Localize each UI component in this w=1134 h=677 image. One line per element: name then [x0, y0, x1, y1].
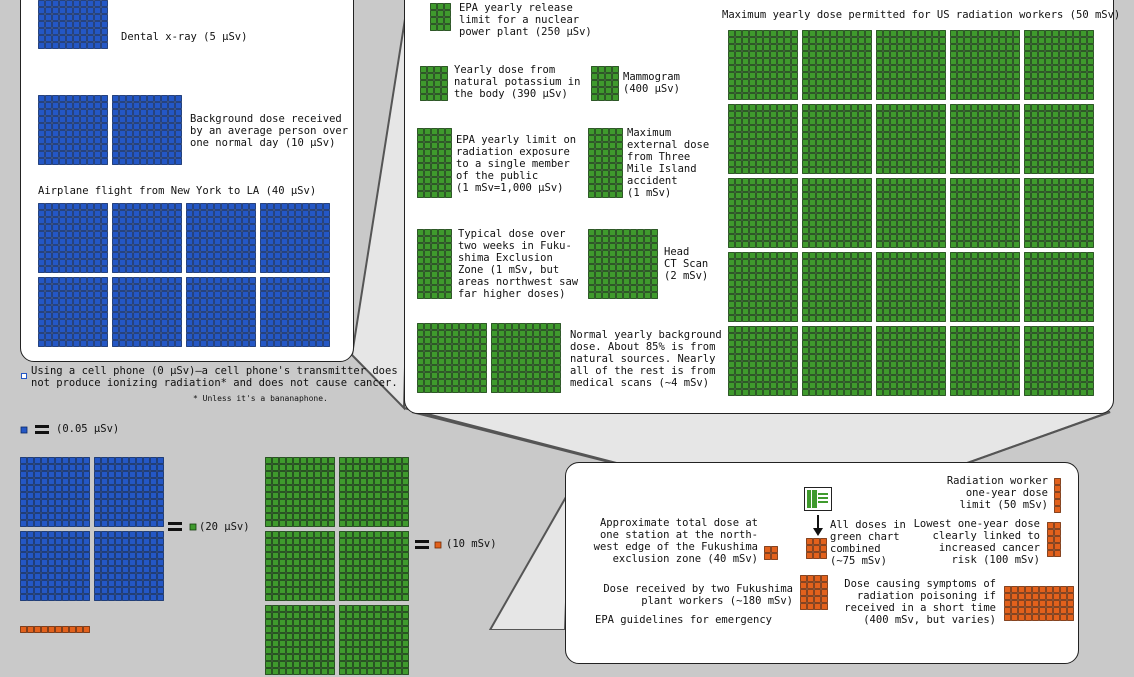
max-worker-blocks	[728, 30, 1094, 396]
symptoms-blocks	[1004, 586, 1074, 621]
all-doses-green-blocks	[806, 538, 827, 559]
equals-sign-bottom	[415, 546, 429, 549]
lowest-cancer-blocks	[1047, 522, 1061, 557]
head-ct-label: Head CT Scan (2 mSv)	[664, 246, 709, 282]
max-worker-label: Maximum yearly dose permitted for US rad…	[722, 9, 1121, 21]
green-to-orange-blocks	[265, 457, 409, 675]
mammogram-blocks	[591, 66, 619, 101]
blue-unit-square	[20, 426, 28, 434]
green-chart-thumbnail	[804, 487, 832, 511]
fukushima-two-weeks-blocks	[417, 229, 452, 299]
fukushima-two-weeks-label: Typical dose over two weeks in Fuku- shi…	[458, 228, 579, 300]
normal-yearly-blocks	[417, 323, 561, 393]
orange-unit-square	[434, 541, 442, 549]
radiation-worker-label: Radiation worker one-year dose limit (50…	[946, 475, 1048, 511]
head-ct-blocks	[588, 229, 658, 299]
epa-public-blocks	[417, 128, 452, 198]
all-doses-green-label: All doses in green chart combined (~75 m…	[830, 519, 906, 567]
potassium-label: Yearly dose from natural potassium in th…	[454, 64, 581, 100]
equals-sign-top	[168, 522, 182, 525]
epa-public-label: EPA yearly limit on radiation exposure t…	[456, 134, 577, 194]
epa-emergency-label: EPA guidelines for emergency	[595, 614, 773, 626]
mammogram-label: Mammogram (400 µSv)	[623, 71, 680, 95]
cell-phone-label: Using a cell phone (0 µSv)—a cell phone'…	[31, 365, 398, 389]
green-unit-label: (20 µSv)	[199, 521, 250, 533]
dental-xray-label: Dental x-ray (5 µSv)	[121, 31, 248, 43]
radiation-worker-blocks	[1054, 478, 1061, 513]
three-mile-label: Maximum external dose from Three Mile Is…	[627, 127, 710, 199]
orange-partial-blocks	[20, 626, 90, 633]
orange-unit-label: (10 mSv)	[446, 538, 497, 550]
background-day-blocks	[38, 95, 182, 165]
airplane-flight-blocks	[38, 203, 330, 347]
approx-station-label: Approximate total dose at one station at…	[593, 517, 758, 565]
two-workers-blocks	[800, 575, 828, 610]
three-mile-blocks	[588, 128, 623, 198]
two-workers-label: Dose received by two Fukushima plant wor…	[603, 583, 793, 607]
airplane-flight-label: Airplane flight from New York to LA (40 …	[38, 185, 317, 197]
epa-nuclear-label: EPA yearly release limit for a nuclear p…	[459, 2, 592, 38]
equals-sign-top	[35, 425, 49, 428]
bananaphone-footnote: * Unless it's a bananaphone.	[193, 394, 328, 403]
epa-nuclear-blocks	[430, 3, 451, 31]
background-day-label: Background dose received by an average p…	[190, 113, 349, 149]
arrow-down-icon	[813, 515, 823, 536]
equals-sign-top	[415, 540, 429, 543]
lowest-cancer-label: Lowest one-year dose clearly linked to i…	[913, 518, 1040, 566]
equals-sign-bottom	[35, 431, 49, 434]
blue-unit-label: (0.05 µSv)	[56, 423, 120, 435]
potassium-blocks	[420, 66, 448, 101]
blue-to-green-blocks	[20, 457, 164, 601]
cell-phone-square	[21, 373, 27, 379]
symptoms-label: Dose causing symptoms of radiation poiso…	[844, 578, 996, 626]
green-unit-square	[189, 523, 197, 531]
dental-xray-blocks	[38, 0, 108, 49]
equals-sign-bottom	[168, 528, 182, 531]
approx-station-blocks	[764, 546, 778, 560]
normal-yearly-label: Normal yearly background dose. About 85%…	[570, 329, 722, 389]
